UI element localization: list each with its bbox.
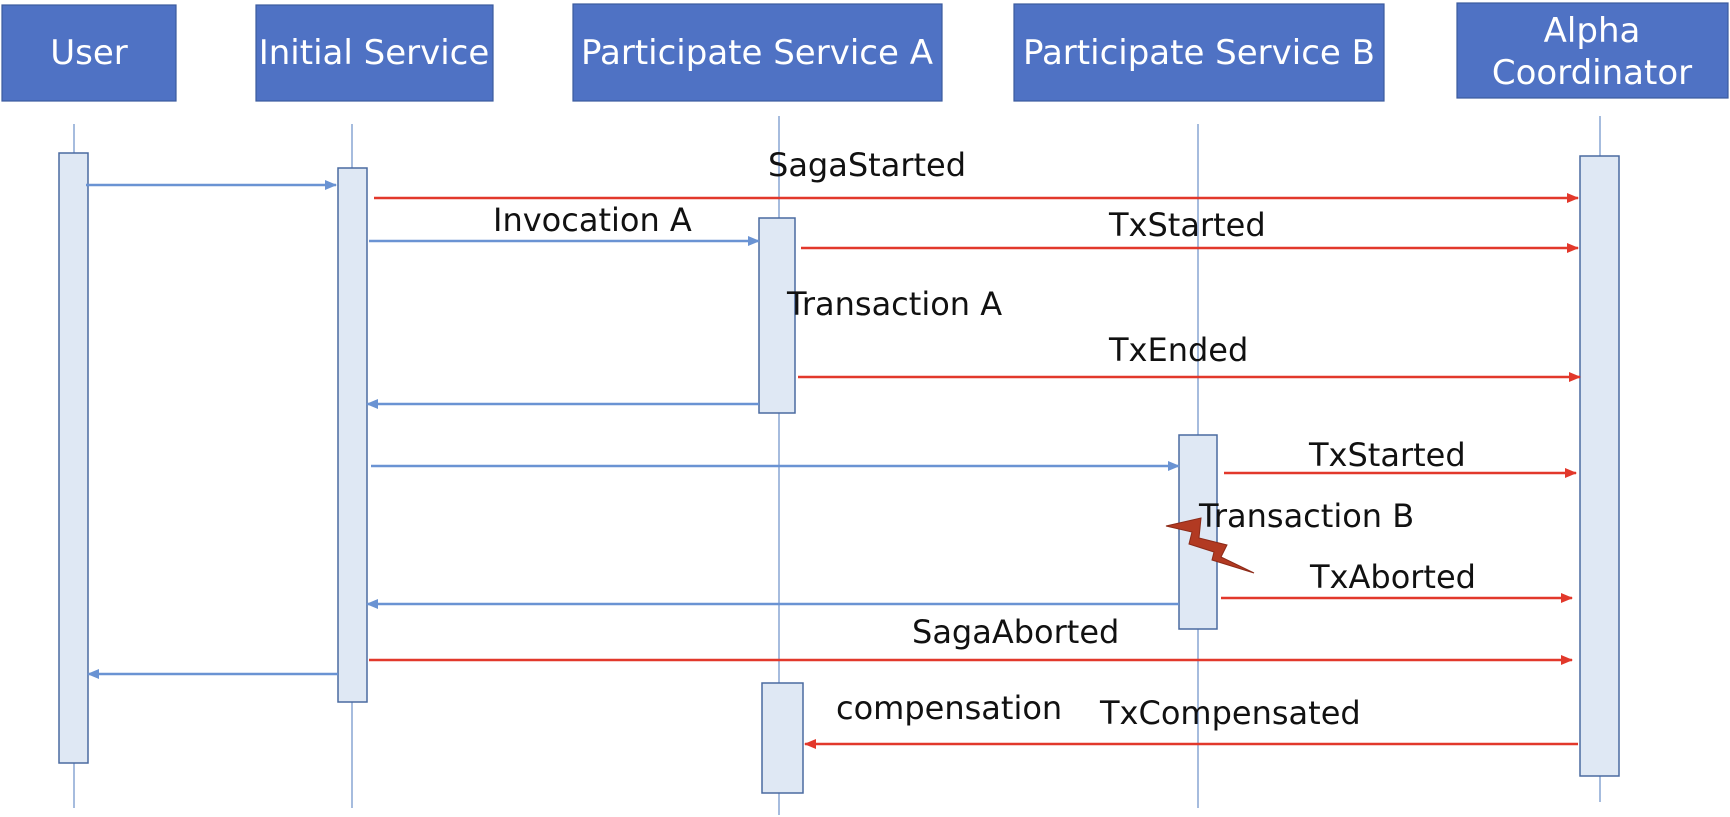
label-tx-started-a: TxStarted xyxy=(1108,206,1266,244)
lightning-bolt-icon xyxy=(1165,517,1255,574)
activation-initial-service xyxy=(337,167,368,703)
participant-service-a: Participate Service A xyxy=(572,3,943,102)
label-transaction-b: Transaction B xyxy=(1198,497,1414,535)
label-transaction-a: Transaction A xyxy=(786,285,1002,323)
participant-user: User xyxy=(1,4,177,102)
label-invocation-a: Invocation A xyxy=(493,201,692,239)
participant-service-b: Participate Service B xyxy=(1013,3,1385,102)
participant-service-a-label: Participate Service A xyxy=(581,33,933,73)
label-tx-compensated: TxCompensated xyxy=(1099,694,1361,732)
label-saga-started: SagaStarted xyxy=(768,146,966,184)
label-compensation: compensation xyxy=(836,689,1062,727)
participant-service-b-label: Participate Service B xyxy=(1023,33,1375,73)
participant-user-label: User xyxy=(50,33,128,73)
participant-initial-service-label: Initial Service xyxy=(259,33,490,73)
label-tx-started-b: TxStarted xyxy=(1308,436,1466,474)
activation-service-a-transaction xyxy=(758,217,796,414)
activation-user xyxy=(58,152,89,764)
label-tx-ended: TxEnded xyxy=(1108,331,1248,369)
participant-initial-service: Initial Service xyxy=(255,4,494,102)
participant-alpha-coordinator: Alpha Coordinator xyxy=(1456,2,1729,99)
participant-alpha-label-line1: Alpha xyxy=(1544,11,1641,51)
participant-alpha-label-line2: Coordinator xyxy=(1492,53,1692,93)
activation-service-a-compensation xyxy=(761,682,804,794)
label-saga-aborted: SagaAborted xyxy=(912,613,1119,651)
label-tx-aborted: TxAborted xyxy=(1309,558,1476,596)
activation-alpha-coordinator xyxy=(1579,155,1620,777)
